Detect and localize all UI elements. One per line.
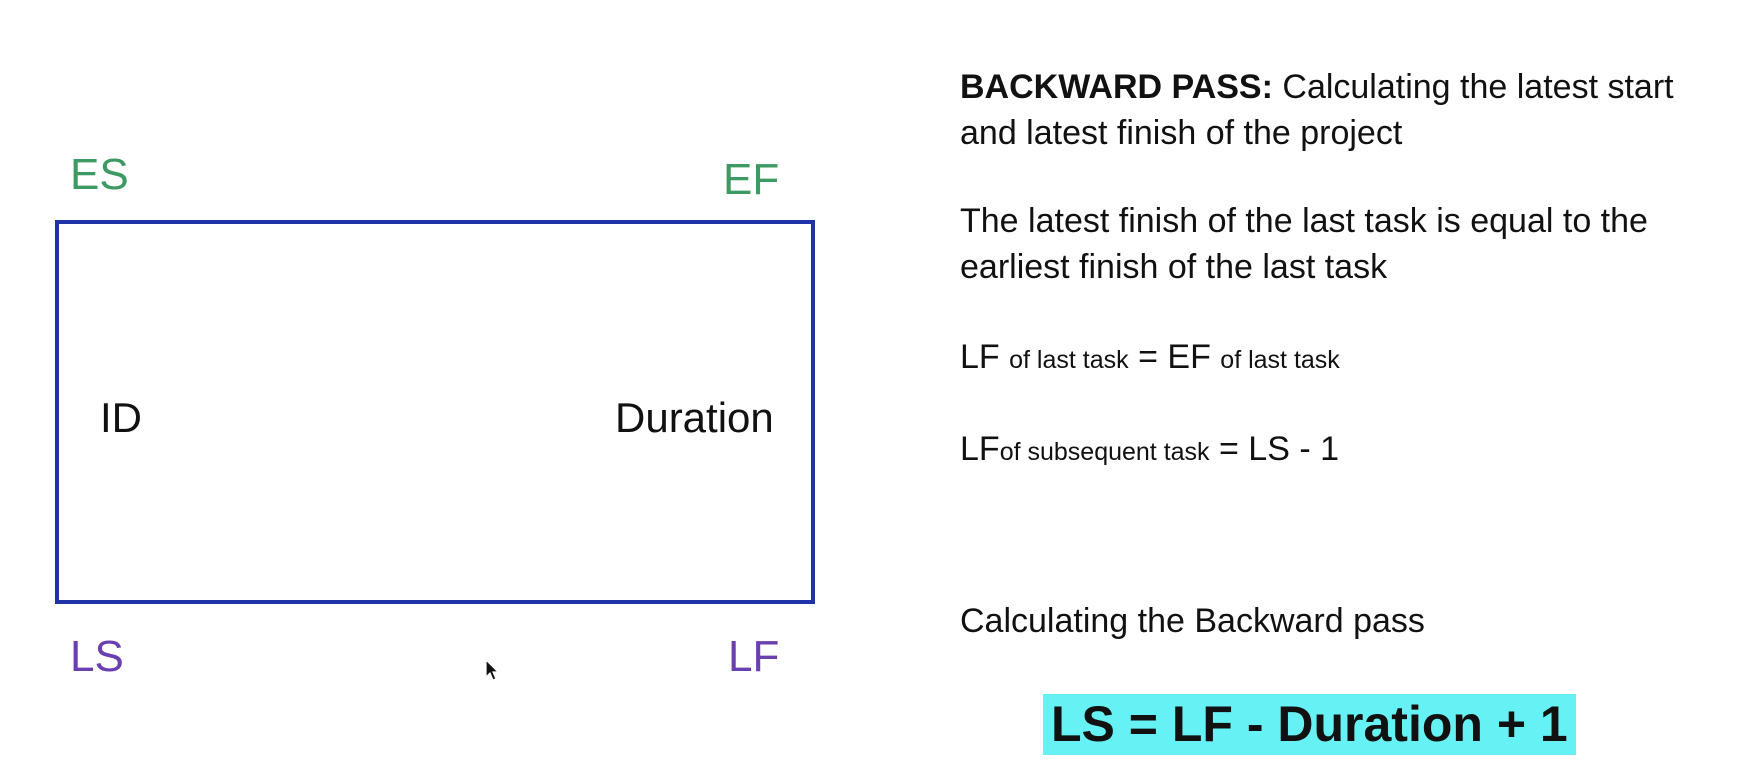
formula-lf-symbol: LF <box>960 430 1000 468</box>
mouse-pointer-icon <box>485 659 500 681</box>
lf-label: LF <box>728 632 780 681</box>
backward-pass-title: BACKWARD PASS: <box>960 68 1273 106</box>
formula-lf-subscript: of subsequent task <box>999 438 1210 466</box>
formula-lf-last-task: LF of last task = EF of last task <box>960 340 1340 374</box>
formula-ef-symbol: EF <box>1167 338 1211 376</box>
backward-pass-description: Calculating the latest start and latest … <box>960 68 1674 152</box>
backward-pass-caption: Calculating the Backward pass <box>960 602 1425 640</box>
formula-lf-subsequent-task: LFof subsequent task = LS - 1 <box>960 432 1339 466</box>
formula-ef-subscript: of last task <box>1220 346 1340 374</box>
activity-node-box <box>55 220 815 604</box>
id-label: ID <box>100 394 142 441</box>
formula-lf-subscript: of last task <box>1009 346 1129 374</box>
formula-lf-symbol: LF <box>960 338 1000 376</box>
formula-equals: = <box>1128 338 1168 376</box>
ls-label: LS <box>70 632 124 681</box>
duration-label: Duration <box>615 394 774 441</box>
es-label: ES <box>70 150 129 199</box>
latest-finish-rule: The latest finish of the last task is eq… <box>960 202 1648 286</box>
ls-formula-highlight: LS = LF - Duration + 1 <box>1043 694 1576 755</box>
explanation-panel: BACKWARD PASS: Calculating the latest st… <box>960 64 1730 290</box>
backward-pass-heading: BACKWARD PASS: Calculating the latest st… <box>960 64 1730 156</box>
ef-label: EF <box>723 155 780 204</box>
formula-rest: = LS - 1 <box>1209 430 1340 468</box>
